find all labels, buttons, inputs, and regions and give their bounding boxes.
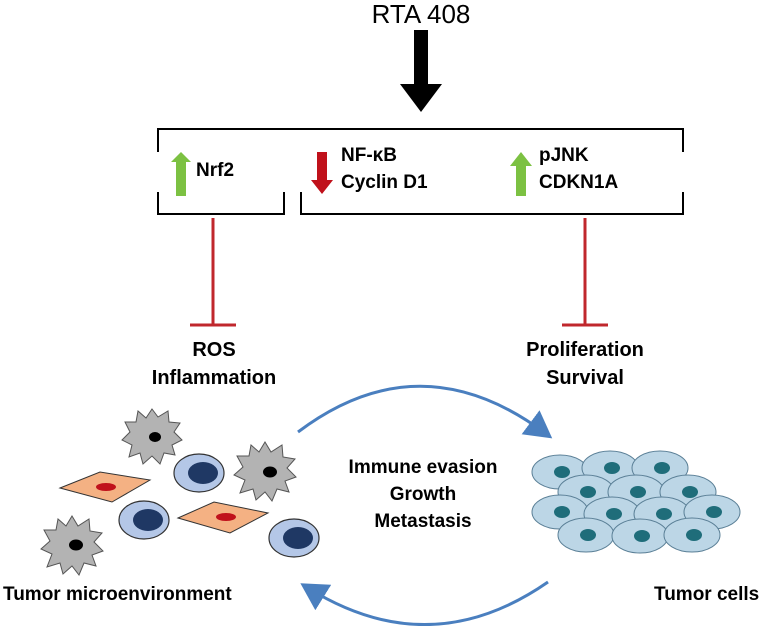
effect-nfkb: NF-κB (341, 145, 397, 166)
effect-cdkn1a: CDKN1A (539, 172, 619, 193)
cycle-immune-evasion: Immune evasion (348, 457, 498, 478)
inhibition-left (190, 218, 236, 327)
cycle-arrow-top (297, 384, 553, 439)
inhibited-ros: ROS (192, 339, 236, 361)
top-bracket (157, 128, 684, 152)
tumor-cells-cluster (531, 450, 741, 554)
tumor-microenvironment-label: Tumor microenvironment (3, 584, 232, 605)
lymphocyte-cell (268, 518, 320, 558)
inhibition-right (562, 218, 608, 327)
tumor-cell (557, 517, 615, 553)
effect-nrf2: Nrf2 (196, 160, 235, 181)
drug-arrow (400, 30, 442, 112)
inhibited-inflammation: Inflammation (151, 367, 277, 389)
up-arrow-icon (171, 152, 191, 196)
bottom-bracket-right (300, 192, 684, 215)
effect-cyclin-d1: Cyclin D1 (341, 172, 428, 193)
bottom-bracket-left (157, 192, 285, 215)
inhibited-survival: Survival (546, 367, 624, 389)
tumor-cell (611, 518, 669, 554)
up-arrow-icon (510, 152, 532, 196)
cycle-arrow-bottom (300, 580, 549, 626)
lymphocyte-cell (173, 453, 225, 493)
lymphocyte-cell (118, 500, 170, 540)
tumor-microenvironment-cells (40, 408, 320, 576)
cycle-metastasis: Metastasis (374, 511, 472, 532)
tumor-cell (663, 517, 721, 553)
cycle-growth: Growth (389, 484, 457, 505)
inhibited-proliferation: Proliferation (526, 339, 644, 361)
effect-pjnk: pJNK (539, 145, 589, 166)
tumor-cells-label: Tumor cells (654, 584, 760, 605)
drug-label: RTA 408 (371, 0, 471, 29)
down-arrow-icon (311, 152, 333, 194)
